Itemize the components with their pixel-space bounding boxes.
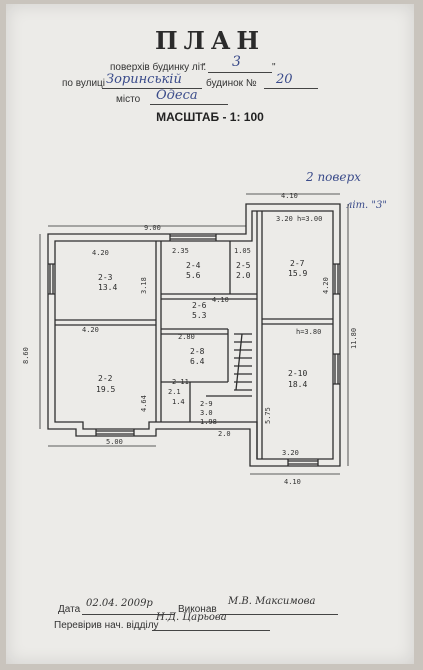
city-label: місто	[116, 94, 141, 105]
room-2-4-area: 5.6	[186, 271, 201, 280]
dim-bottom-right: 4.10	[284, 478, 301, 486]
floors-quote-close: "	[272, 62, 276, 73]
room-2-5-area: 2.0	[236, 271, 251, 280]
dim-top-right: 4.10	[281, 192, 298, 200]
date-value: 02.04. 2009р	[86, 598, 153, 609]
room-2-2-area: 19.5	[96, 385, 115, 394]
dim-h-mid: h=3.80	[296, 328, 321, 336]
house-value: 20	[276, 72, 293, 87]
dim-r210-bottom: 3.20	[282, 449, 299, 457]
street-underline	[102, 88, 202, 89]
room-2-8-num: 2-8	[190, 347, 205, 356]
floors-underline	[208, 72, 272, 73]
executor-underline	[220, 614, 338, 615]
room-2-9-area: 3.0	[200, 409, 213, 417]
window-left-1	[48, 263, 55, 295]
city-value: Одеса	[156, 88, 198, 103]
staircase	[234, 333, 252, 391]
dim-r27-w: 3.20	[276, 215, 293, 223]
dim-r22-w: 4.20	[82, 326, 99, 334]
house-underline	[264, 88, 318, 89]
dim-r24-w: 2.35	[172, 247, 189, 255]
dim-r26-w: 4.10	[212, 296, 229, 304]
dim-bottom-left: 5.00	[106, 438, 123, 446]
floor-plan-drawing: 9.00 4.10 8.60 11.80 5.00 4.10 4.20 3.18…	[22, 192, 358, 486]
floors-value: 3	[232, 54, 241, 70]
dim-r23-h: 3.18	[140, 277, 148, 294]
executor-value: М.В. Максимова	[228, 596, 316, 607]
room-2-4-num: 2-4	[186, 261, 201, 270]
dim-h-top: h=3.00	[297, 215, 322, 223]
room-2-5-num: 2-5	[236, 261, 251, 270]
dim-r28-w: 2.80	[178, 333, 195, 341]
dim-right: 11.80	[350, 328, 358, 349]
dim-r210-h: 5.75	[264, 407, 272, 424]
floors-label: поверхів будинку літ.	[110, 62, 207, 73]
dim-left: 8.60	[22, 347, 30, 364]
page-title: ПЛАН	[154, 26, 266, 55]
room-2-10-num: 2-10	[288, 369, 307, 378]
house-label: будинок №	[206, 78, 257, 89]
dim-top-left: 9.00	[144, 224, 161, 232]
window-right-2	[333, 353, 340, 385]
dim-r27-h: 4.20	[322, 277, 330, 294]
room-2-9-num: 2-9	[200, 400, 213, 408]
dim-r211-w: 2.1	[168, 388, 181, 396]
stair-arrow	[235, 333, 243, 391]
dim-r29-w: 2.0	[218, 430, 231, 438]
room-2-11-area: 1.4	[172, 398, 185, 406]
dim-r23-w: 4.20	[92, 249, 109, 257]
room-2-7-area: 15.9	[288, 269, 307, 278]
window-bottom-right	[287, 459, 319, 466]
window-top	[169, 234, 217, 241]
window-right-1	[333, 263, 340, 295]
checker-value: Н.Д. Царьова	[156, 612, 227, 623]
room-2-3-num: 2-3	[98, 273, 113, 282]
executor-label: Виконав	[178, 604, 217, 615]
room-2-6-num: 2-6	[192, 301, 207, 310]
room-2-3-area: 13.4	[98, 283, 117, 292]
room-extra-area: 1.98	[200, 418, 217, 426]
building-letter-note: літ. "3"	[346, 200, 387, 211]
room-2-2-num: 2-2	[98, 374, 113, 383]
room-2-11-num: 2-11	[172, 378, 189, 386]
room-2-6-area: 5.3	[192, 311, 207, 320]
checker-underline	[152, 630, 270, 631]
room-2-10-area: 18.4	[288, 380, 307, 389]
dim-r25-w: 1.05	[234, 247, 251, 255]
room-2-7-num: 2-7	[290, 259, 305, 268]
floor-note: 2 поверх	[306, 170, 361, 184]
floors-quote-open: "	[202, 62, 206, 73]
outer-wall-outer	[47, 203, 341, 467]
dim-r22-h: 4.64	[140, 395, 148, 412]
scale-label: МАСШТАБ - 1: 100	[156, 110, 264, 124]
window-bottom-left	[95, 429, 135, 436]
street-label: по вулиці	[62, 78, 105, 89]
city-underline	[150, 104, 228, 105]
date-label: Дата	[58, 604, 81, 615]
street-value: Зоринській	[106, 72, 182, 87]
date-underline	[82, 614, 174, 615]
room-2-8-area: 6.4	[190, 357, 205, 366]
plan-sheet: ПЛАН поверхів будинку літ. " 3 " по вули…	[6, 4, 414, 664]
checker-label: Перевірив нач. відділу	[54, 620, 159, 631]
